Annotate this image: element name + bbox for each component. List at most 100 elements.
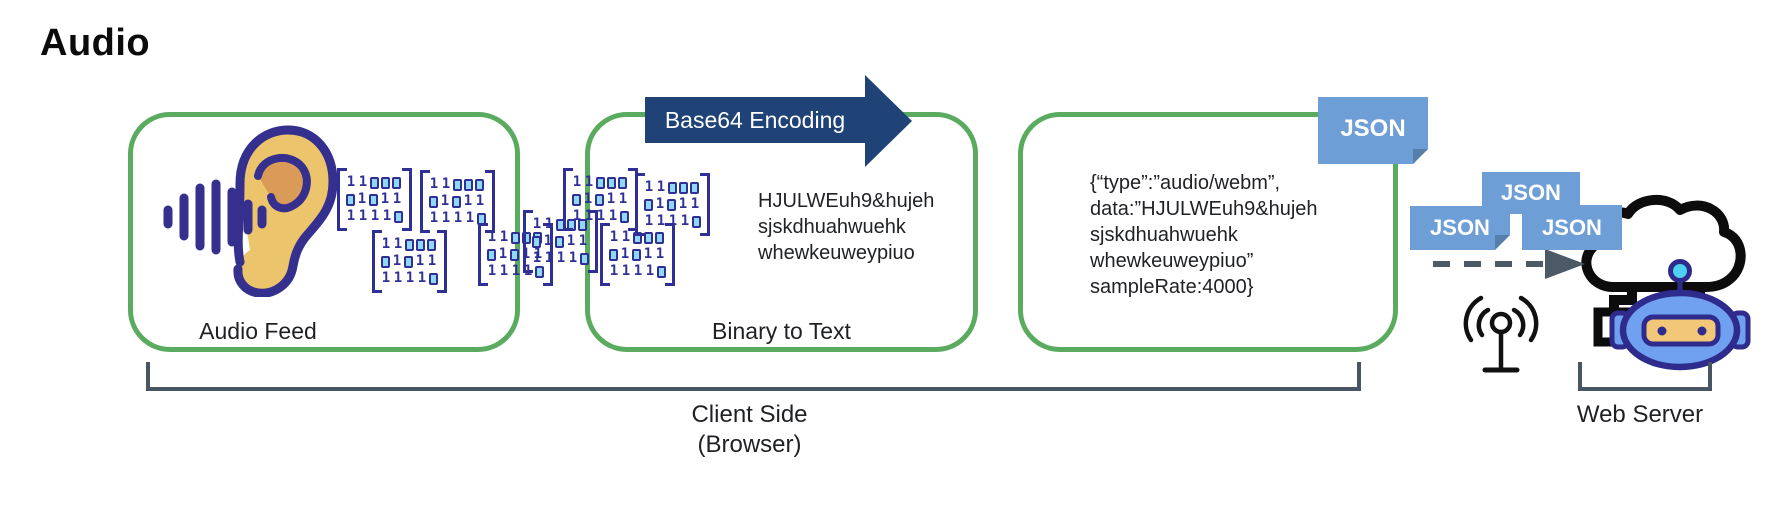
bit-one: 1 <box>608 208 618 224</box>
bit-one: 1 <box>620 246 630 262</box>
bit-zero <box>578 218 587 231</box>
bit-zero <box>679 181 688 194</box>
bit-zero <box>668 181 677 194</box>
bit-one: 1 <box>357 191 367 207</box>
page-title: Audio <box>40 22 151 64</box>
bit-zero <box>452 195 461 208</box>
bit-zero <box>607 176 616 189</box>
bit-one: 1 <box>556 250 566 266</box>
bit-one: 1 <box>645 263 655 279</box>
bit-zero <box>381 176 390 189</box>
bit-one: 1 <box>572 174 582 190</box>
bit-one: 1 <box>606 191 616 207</box>
bit-zero <box>487 248 496 261</box>
bit-one: 1 <box>655 246 665 262</box>
folded-corner-icon <box>1495 235 1510 250</box>
bit-zero <box>618 176 627 189</box>
base64-encoding-arrow: Base64 Encoding <box>645 97 865 143</box>
bit-one: 1 <box>668 213 678 229</box>
bit-one: 1 <box>358 208 368 224</box>
text-line: sampleRate:4000} <box>1090 276 1254 298</box>
bit-one: 1 <box>521 246 531 262</box>
client-side-title: Client Side <box>691 401 808 428</box>
json-packet-label: JSON <box>1501 180 1561 205</box>
bit-one: 1 <box>381 270 391 286</box>
bit-one: 1 <box>690 196 700 212</box>
bit-one: 1 <box>487 263 497 279</box>
bit-zero <box>667 198 676 211</box>
bit-one: 1 <box>568 250 578 266</box>
audio-feed-label: Audio Feed <box>199 318 317 344</box>
bit-one: 1 <box>463 193 473 209</box>
bit-one: 1 <box>532 250 542 266</box>
bit-zero <box>464 178 473 191</box>
bit-one: 1 <box>655 196 665 212</box>
bit-one: 1 <box>609 263 619 279</box>
bit-one: 1 <box>578 233 588 249</box>
text-line: {“type”:”audio/webm”, <box>1090 172 1281 194</box>
radio-antenna-icon <box>1463 295 1539 373</box>
bit-zero <box>453 178 462 191</box>
bit-one: 1 <box>381 236 391 252</box>
bit-zero <box>655 231 664 244</box>
folded-corner-icon <box>1413 149 1428 164</box>
json-payload-box <box>1018 112 1398 352</box>
bit-one: 1 <box>643 246 653 262</box>
bit-zero <box>381 255 390 268</box>
bit-one: 1 <box>392 191 402 207</box>
bit-one: 1 <box>441 176 451 192</box>
bit-one: 1 <box>370 208 380 224</box>
bit-one: 1 <box>656 213 666 229</box>
bit-one: 1 <box>415 253 425 269</box>
bit-one: 1 <box>429 176 439 192</box>
ear-sound-waves-icon <box>163 125 338 297</box>
bit-zero <box>644 231 653 244</box>
json-packet-top: JSON <box>1482 172 1580 214</box>
bit-zero <box>429 272 438 285</box>
bit-one: 1 <box>621 263 631 279</box>
bit-one: 1 <box>441 210 451 226</box>
bit-zero <box>392 176 401 189</box>
bit-one: 1 <box>405 270 415 286</box>
bit-one: 1 <box>382 208 392 224</box>
bit-zero <box>369 193 378 206</box>
bit-one: 1 <box>583 191 593 207</box>
bit-zero <box>692 215 701 228</box>
bit-one: 1 <box>453 210 463 226</box>
bit-one: 1 <box>633 263 643 279</box>
base64-arrow-head-icon <box>865 75 912 167</box>
bit-one: 1 <box>656 179 666 195</box>
bit-one: 1 <box>487 229 497 245</box>
bit-one: 1 <box>544 216 554 232</box>
bit-zero <box>596 176 605 189</box>
dashed-flow-arrow-head-icon <box>1545 249 1585 279</box>
text-line: data:”HJULWEuh9&hujeh <box>1090 198 1318 220</box>
text-line: whewkeuweypiuo <box>758 242 915 264</box>
bit-one: 1 <box>596 208 606 224</box>
bit-zero <box>346 193 355 206</box>
json-tab-label: JSON <box>1340 115 1406 142</box>
bit-one: 1 <box>644 213 654 229</box>
bit-zero <box>370 176 379 189</box>
